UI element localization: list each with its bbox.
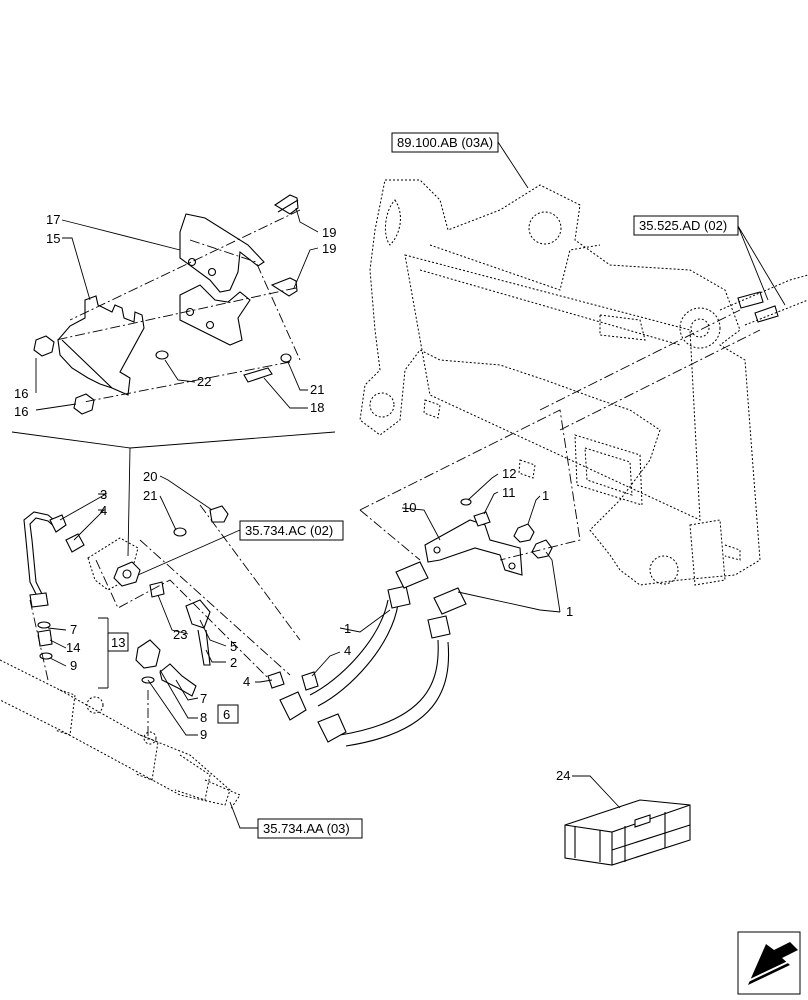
group-box-6: [217, 704, 239, 724]
callout-leaders: [35, 207, 621, 809]
callout-4: 4: [243, 674, 250, 689]
callout-15: 15: [46, 231, 60, 246]
callout-16: 16: [14, 404, 28, 419]
crate-icon: [564, 799, 691, 866]
hose-assembly: [267, 561, 467, 747]
right-fittings: [737, 291, 779, 323]
svg-text:89.100.AB (03A): 89.100.AB (03A): [397, 135, 493, 150]
hose-bracket: [359, 309, 761, 576]
callout-1: 1: [344, 621, 351, 636]
callout-labels: 17 15 19 19 22 21 18 16 16 20 21 3 4 12 …: [14, 212, 573, 783]
callout-12: 12: [502, 466, 516, 481]
arrow-left-icon[interactable]: [737, 931, 801, 995]
group-bracket: [11, 431, 336, 449]
callout-21: 21: [143, 488, 157, 503]
callout-1: 1: [566, 604, 573, 619]
callout-6: 6: [223, 707, 230, 722]
clamp-assembly: [33, 194, 301, 415]
ref-top[interactable]: 89.100.AB (03A): [391, 132, 499, 153]
callout-20: 20: [143, 469, 157, 484]
svg-text:35.734.AC (02): 35.734.AC (02): [245, 523, 333, 538]
callout-24: 24: [556, 768, 570, 783]
group-box-13: [107, 632, 129, 652]
loader-frame: [359, 179, 808, 586]
ref-right[interactable]: 35.525.AD (02): [633, 215, 739, 236]
callout-19: 19: [322, 241, 336, 256]
ref-mid[interactable]: 35.734.AC (02): [239, 520, 344, 541]
callout-9: 9: [70, 658, 77, 673]
callout-13: 13: [111, 635, 125, 650]
callout-5: 5: [230, 639, 237, 654]
callout-4: 4: [100, 503, 107, 518]
valve-assembly: [23, 504, 301, 681]
callout-2: 2: [230, 655, 237, 670]
svg-text:35.525.AD (02): 35.525.AD (02): [639, 218, 727, 233]
ref-bottom[interactable]: 35.734.AA (03): [257, 818, 363, 839]
callout-7: 7: [200, 691, 207, 706]
callout-23: 23: [173, 627, 187, 642]
callout-21: 21: [310, 382, 324, 397]
callout-11: 11: [502, 485, 516, 500]
callout-1: 1: [542, 488, 549, 503]
elbow-fittings: [135, 639, 197, 740]
callout-3: 3: [100, 487, 107, 502]
cylinder: [0, 659, 241, 811]
callout-14: 14: [66, 640, 80, 655]
callout-10: 10: [402, 500, 416, 515]
callout-17: 17: [46, 212, 60, 227]
callout-9: 9: [200, 727, 207, 742]
callout-16: 16: [14, 386, 28, 401]
callout-8: 8: [200, 710, 207, 725]
callout-4: 4: [344, 643, 351, 658]
callout-22: 22: [197, 374, 211, 389]
callout-19: 19: [322, 225, 336, 240]
callout-18: 18: [310, 400, 324, 415]
callout-7: 7: [70, 622, 77, 637]
svg-text:35.734.AA (03): 35.734.AA (03): [263, 821, 350, 836]
